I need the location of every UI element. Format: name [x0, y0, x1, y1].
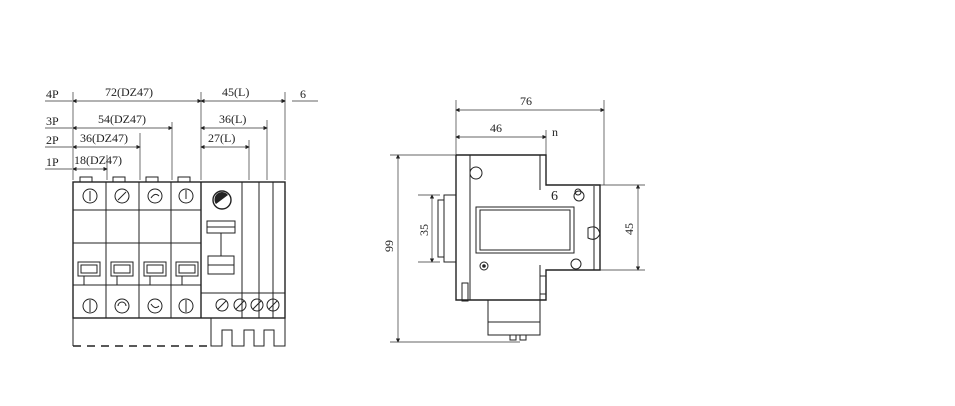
dim-36-dz47: 36(DZ47)	[80, 131, 128, 145]
dim-6: 6	[300, 87, 306, 101]
pole-label-3p: 3P	[46, 114, 59, 128]
pole-label-4p: 4P	[46, 87, 59, 101]
side-extension-lines	[390, 100, 645, 343]
dim-45-l: 45(L)	[222, 85, 249, 99]
front-view: 4P 3P 2P 1P	[45, 85, 318, 347]
side-dimension-texts: 76 46 n 99 35 45	[382, 94, 636, 252]
dim-18-dz47: 18(DZ47)	[74, 153, 122, 167]
dim-35: 35	[417, 224, 431, 236]
dim-27-l: 27(L)	[208, 131, 235, 145]
pole-labels: 4P 3P 2P 1P	[45, 87, 72, 170]
pole-label-1p: 1P	[46, 155, 59, 169]
dim-72-dz47: 72(DZ47)	[105, 85, 153, 99]
side-marker-6: 6	[551, 189, 558, 204]
pole-label-2p: 2P	[46, 133, 59, 147]
dim-36-l: 36(L)	[219, 112, 246, 126]
dim-n: n	[552, 125, 558, 139]
dim-76: 76	[520, 94, 532, 108]
dimension-texts: 72(DZ47) 45(L) 6 54(DZ47) 36(L) 36(DZ47)…	[74, 85, 306, 167]
side-profile	[437, 154, 601, 341]
dim-45: 45	[622, 223, 636, 235]
side-dimension-lines	[395, 107, 641, 343]
dim-99: 99	[382, 240, 396, 252]
dim-46: 46	[490, 121, 502, 135]
dim-54-dz47: 54(DZ47)	[98, 112, 146, 126]
side-view: 76 46 n 99 35 45	[382, 94, 645, 343]
dimension-lines	[72, 98, 318, 172]
breaker-body	[72, 176, 286, 347]
